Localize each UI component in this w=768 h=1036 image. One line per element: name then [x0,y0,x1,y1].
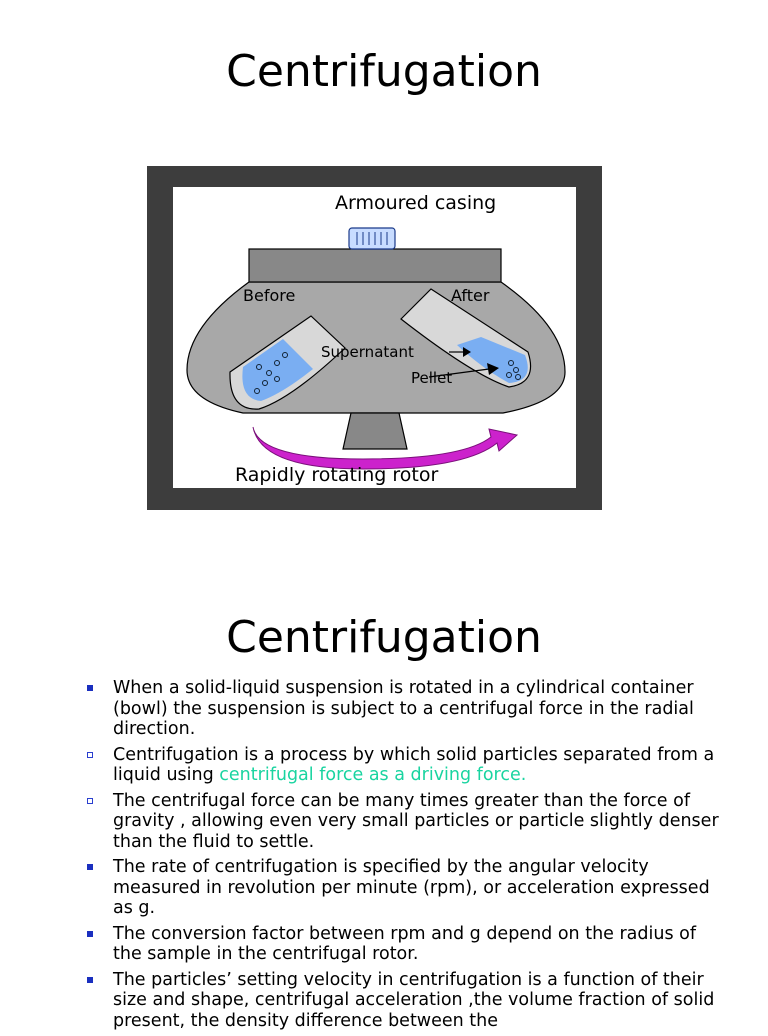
square-bullet-icon [87,930,93,937]
bullet-item: Centrifugation is a process by which sol… [84,745,724,786]
square-bullet-icon [87,976,93,983]
label-after: After [451,286,490,305]
centrifuge-diagram: Armoured casing Before After Supernatant… [173,187,576,488]
slide-2: Centrifugation When a solid-liquid suspe… [0,560,768,1031]
rotor-stand [342,412,408,450]
square-bullet-icon [87,864,93,870]
tube-before [229,315,346,410]
highlighted-phrase: centrifugal force as a driving force. [219,765,527,785]
label-casing: Armoured casing [335,192,496,214]
slide-1: Centrifugation [147,46,602,510]
bullet-item: The particles’ setting velocity in centr… [84,970,724,1032]
centrifuge-figure-frame: Armoured casing Before After Supernatant… [147,166,602,510]
hollow-square-bullet-icon [87,751,93,758]
label-pellet: Pellet [411,369,452,387]
bullet-item: The conversion factor between rpm and g … [84,924,724,965]
hollow-square-bullet-icon [87,797,93,804]
label-supernatant: Supernatant [321,343,414,361]
slide-title: Centrifugation [226,612,542,663]
square-bullet-icon [87,685,93,691]
tube-after [400,288,532,388]
bullet-item: The rate of centrifugation is specified … [84,857,724,919]
bullet-item: The centrifugal force can be many times … [84,791,724,853]
lid-knob [348,227,396,250]
bullet-list: When a solid-liquid suspension is rotate… [84,678,724,1036]
label-rotor: Rapidly rotating rotor [235,464,438,486]
bullet-item: When a solid-liquid suspension is rotate… [84,678,724,740]
slide-title: Centrifugation [226,46,542,97]
rotation-arrow-icon [252,426,519,470]
armoured-lid [248,248,502,283]
label-before: Before [243,286,295,305]
